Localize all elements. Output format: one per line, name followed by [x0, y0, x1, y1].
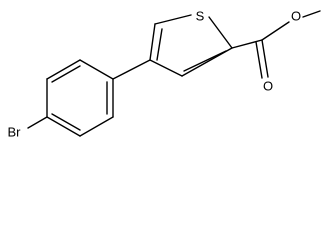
bond-c-br: [27, 116, 48, 129]
bond-c5-s: [154, 14, 192, 25]
bromine-atom-label: Br: [8, 124, 22, 139]
benzene-ring: [46, 59, 114, 137]
thiophene-ring: [149, 14, 233, 77]
carbonyl-oxygen-label: O: [263, 78, 273, 93]
methyl-ester-group: [231, 10, 321, 79]
bond-benzene-1: [79, 59, 114, 80]
bond-c2-c3-inner: [183, 50, 227, 72]
bond-c4-c5-inner: [156, 28, 163, 61]
bond-carbonyl-double-o-inner: [255, 41, 263, 79]
bond-s-c2: [208, 16, 233, 49]
bond-c4-c5: [149, 23, 156, 61]
bond-benzene-2: [46, 59, 81, 80]
chemical-structure: S Br O O: [8, 8, 321, 139]
bond-thiophene-phenyl: [112, 59, 151, 80]
bond-c2-carbonyl: [231, 39, 263, 49]
bond-o-methyl: [302, 10, 321, 18]
bond-carbonyl-o: [261, 21, 290, 41]
bond-carbonyl-double-o: [261, 39, 269, 78]
bond-benzene-5: [79, 116, 114, 137]
bond-c3-c4: [149, 59, 183, 77]
bond-benzene-2-inner: [51, 65, 81, 83]
bond-benzene-4-inner: [51, 113, 81, 131]
bond-benzene-4: [46, 116, 81, 137]
ester-oxygen-label: O: [291, 8, 301, 23]
sulfur-atom-label: S: [196, 8, 205, 23]
